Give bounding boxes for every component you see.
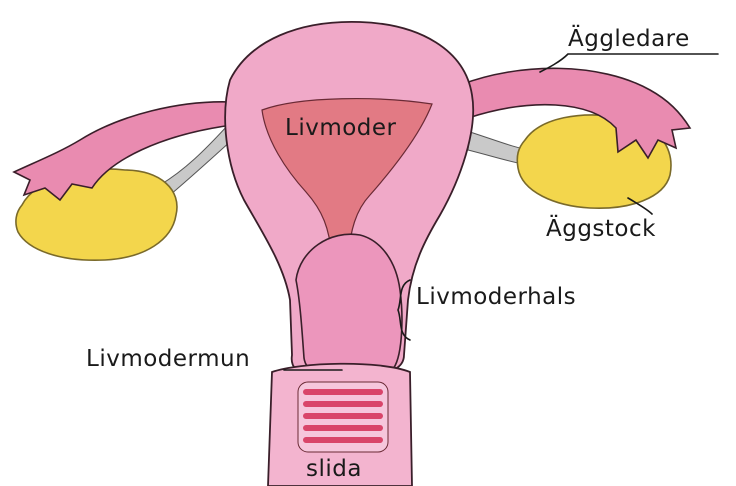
label-livmoderhals: Livmoderhals [416,284,576,310]
label-livmodermun: Livmodermun [86,346,250,372]
cervix [296,234,402,375]
label-aggstock: Äggstock [546,214,656,242]
label-livmoder: Livmoder [285,115,397,141]
label-aggledare: Äggledare [568,24,690,52]
label-slida: slida [306,456,362,482]
